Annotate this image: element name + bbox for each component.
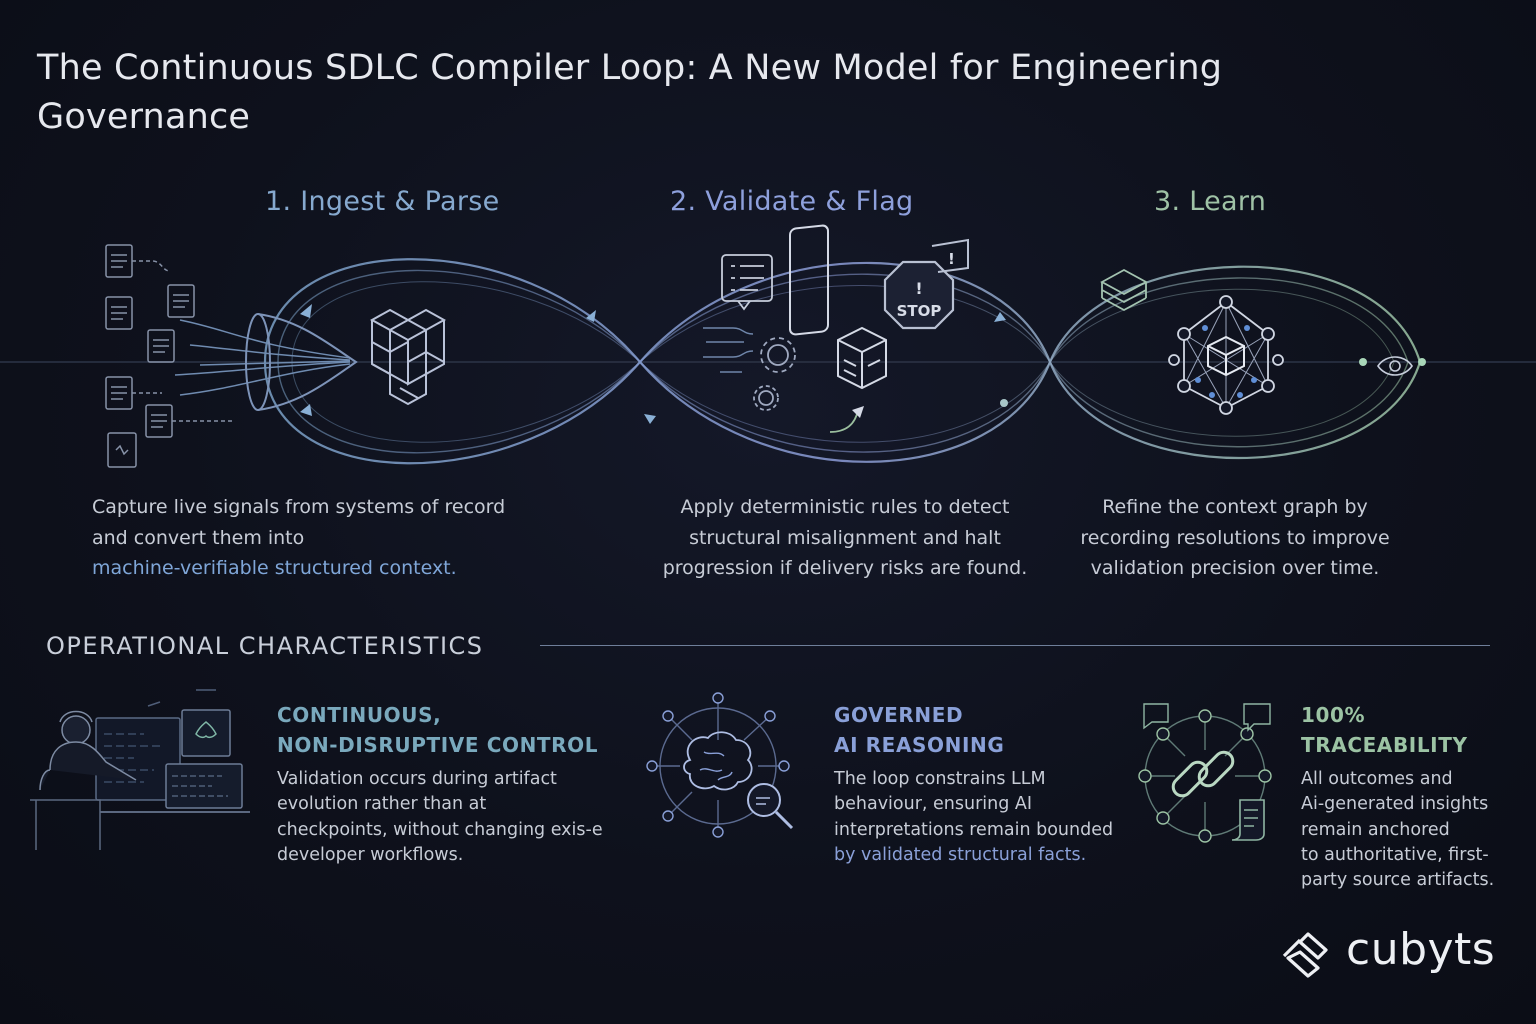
step-title: 2. Validate & Flag [670, 186, 914, 217]
arrow-marker [994, 312, 1006, 322]
arrow-marker [586, 310, 596, 322]
svg-text:STOP: STOP [897, 302, 942, 320]
step-description: Capture live signals from systems of rec… [92, 496, 506, 579]
feature-body: The loop constrains LLM behaviour, ensur… [834, 769, 1114, 865]
loop-node [1359, 358, 1367, 366]
arrow-marker [644, 414, 656, 424]
step-title: 3. Learn [1154, 186, 1267, 217]
svg-text:!: ! [915, 279, 922, 298]
step-title: 1. Ingest & Parse [265, 186, 500, 217]
document-icon [167, 284, 195, 318]
section-header: OPERATIONAL CHARACTERISTICS [46, 632, 484, 660]
document-icon [107, 432, 137, 468]
section-divider [540, 645, 1490, 646]
layers-icon [1100, 268, 1148, 312]
document-icon [105, 376, 162, 410]
link-chain-icon [1138, 703, 1272, 843]
stop-sign-icon: ! STOP [883, 260, 955, 330]
cube-stack-icon [369, 308, 447, 406]
document-icon [105, 296, 133, 330]
svg-text:!: ! [948, 250, 955, 268]
step-description: Refine the context graph by recording re… [1080, 496, 1390, 579]
arrow-marker [300, 304, 312, 318]
brain-network-icon [646, 692, 790, 838]
brand-wordmark: cubyts [1346, 924, 1496, 975]
document-icon [145, 404, 232, 438]
page-title: The Continuous SDLC Compiler Loop: A New… [37, 48, 1223, 137]
eye-icon [1377, 356, 1413, 376]
checklist-bubble-icon [721, 254, 773, 311]
arrow-marker [852, 406, 864, 418]
step-description: Apply deterministic rules to detect stru… [662, 496, 1028, 579]
loop-node [1000, 399, 1008, 407]
feature-body: All outcomes and Ai-generated insights r… [1301, 769, 1495, 891]
feature-title: GOVERNED AI REASONING [834, 703, 1005, 757]
loop-node [1418, 358, 1426, 366]
network-cube-icon [1168, 295, 1284, 415]
gear-icon [753, 337, 796, 411]
arrow-marker [300, 404, 312, 416]
cube-icon [837, 326, 887, 390]
magnifier-icon [747, 783, 794, 830]
document-icon [105, 244, 171, 278]
feature-body: Validation occurs during artifact evolut… [277, 769, 603, 865]
feature-title: 100% TRACEABILITY [1301, 703, 1468, 757]
document-icon [147, 329, 175, 363]
scroll-icon [1231, 799, 1265, 841]
cubyts-logo-icon [1282, 932, 1328, 978]
flow-arrows [300, 304, 1006, 424]
funnel-icon [174, 313, 358, 411]
flag-icon: ! [931, 238, 969, 273]
flow-arrow-line [829, 409, 859, 433]
feature-title: CONTINUOUS, NON-DISRUPTIVE CONTROL [277, 703, 599, 757]
phone-icon [703, 224, 829, 373]
developer-at-computer-icon [30, 689, 250, 850]
infinity-loop [263, 258, 1422, 465]
